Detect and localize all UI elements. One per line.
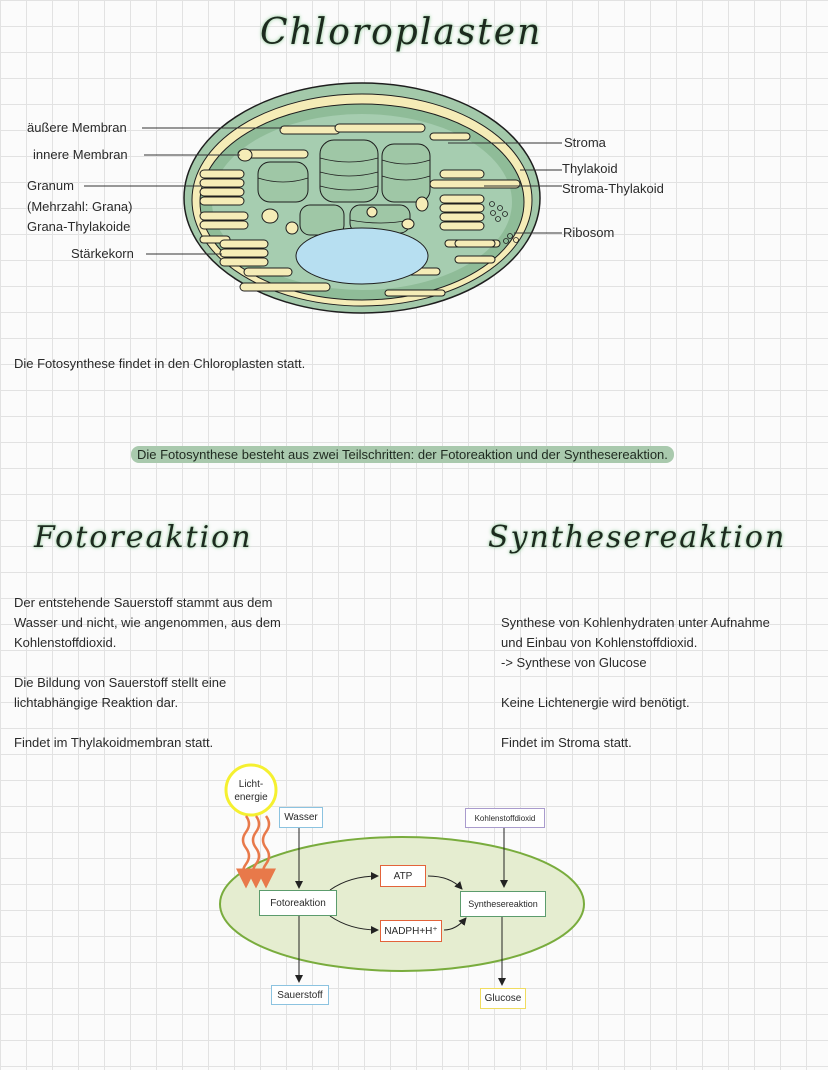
box-oxygen: Sauerstoff (271, 985, 329, 1005)
chloroplast-illustration (84, 82, 562, 314)
box-synthesis: Synthesereaktion (460, 891, 546, 917)
text-line: Findet im Stroma statt. (501, 735, 632, 750)
light-energy-label: Licht- energie (226, 778, 276, 804)
intro-text: Die Fotosynthese findet in den Chloropla… (14, 356, 306, 371)
text-line: lichtabhängige Reaktion dar. (14, 695, 179, 710)
label-stroma-thylakoid: Stroma-Thylakoid (562, 181, 664, 196)
label-inner-membrane: innere Membran (33, 147, 128, 162)
text-line: Keine Lichtenergie wird benötigt. (501, 695, 690, 710)
label-granum: Granum (27, 178, 74, 193)
box-glucose: Glucose (480, 988, 526, 1009)
box-nadph: NADPH+H⁺ (380, 920, 442, 942)
label-stroma: Stroma (564, 135, 606, 150)
text-line: Findet im Thylakoidmembran statt. (14, 735, 214, 750)
text-line: Synthese von Kohlenhydraten unter Aufnah… (501, 615, 770, 630)
label-outer-membrane: äußere Membran (27, 120, 127, 135)
light-energy-line: Licht- (238, 779, 264, 790)
reaction-ellipse (219, 836, 585, 972)
text-line: Kohlenstoffdioxid. (14, 635, 117, 650)
text-line: Wasser und nicht, wie angenommen, aus de… (14, 615, 281, 630)
label-starch: Stärkekorn (71, 246, 134, 261)
box-photoreaction: Fotoreaktion (259, 890, 337, 916)
heading-synthesereaktion: Synthesereaktion (488, 520, 787, 555)
text-line: Die Bildung von Sauerstoff stellt eine (14, 675, 227, 690)
summary-highlight: Die Fotosynthese besteht aus zwei Teilsc… (131, 446, 674, 463)
label-granum-plural: (Mehrzahl: Grana) (27, 199, 133, 214)
text-line: -> Synthese von Glucose (501, 655, 647, 670)
box-atp: ATP (380, 865, 426, 887)
box-water: Wasser (279, 807, 323, 828)
granum (199, 169, 245, 179)
light-energy-line: energie (234, 792, 268, 803)
label-grana-thylakoid: Grana-Thylakoide (27, 219, 131, 234)
synthesereaktion-text: Synthese von Kohlenhydraten unter Aufnah… (501, 613, 821, 753)
page-title: Chloroplasten (260, 12, 543, 53)
starch-grain (295, 227, 429, 285)
heading-fotoreaktion: Fotoreaktion (34, 520, 253, 555)
label-ribosome: Ribosom (563, 225, 615, 240)
text-line: Der entstehende Sauerstoff stammt aus de… (14, 595, 273, 610)
label-thylakoid: Thylakoid (562, 161, 618, 176)
ribosome (489, 201, 495, 207)
light-energy-circle (224, 763, 278, 817)
text-line: und Einbau von Kohlenstoffdioxid. (501, 635, 698, 650)
fotoreaktion-text: Der entstehende Sauerstoff stammt aus de… (14, 593, 374, 753)
box-co2: Kohlenstoffdioxid (465, 808, 545, 828)
